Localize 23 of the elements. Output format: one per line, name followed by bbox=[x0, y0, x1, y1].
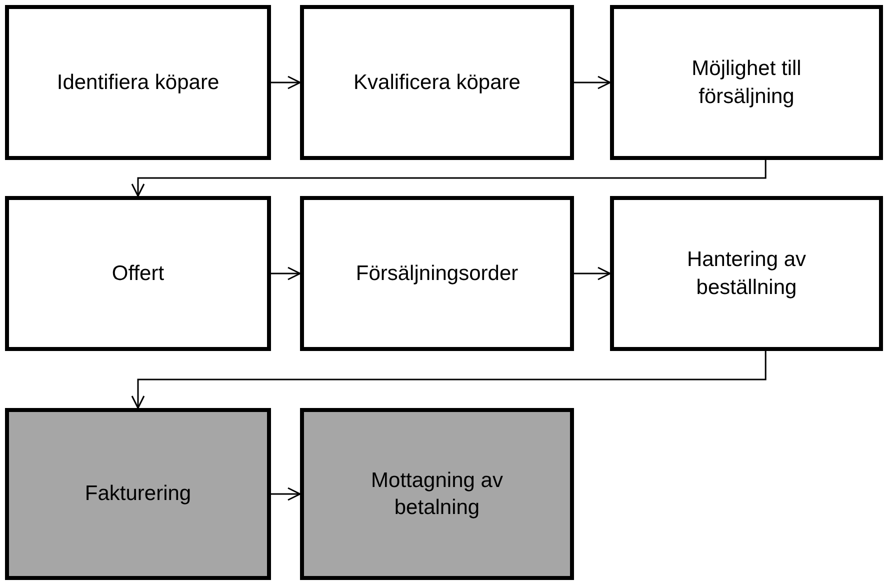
arrow bbox=[271, 487, 301, 501]
box-label: Möjlighet till försäljning bbox=[690, 56, 802, 110]
process-box bbox=[610, 196, 883, 351]
arrow bbox=[574, 76, 611, 90]
box-label: Fakturering bbox=[84, 481, 192, 508]
arrow bbox=[131, 351, 766, 409]
box-label: Identifiera köpare bbox=[56, 70, 220, 96]
box-label: Kvalificera köpare bbox=[354, 70, 520, 96]
process-box bbox=[300, 5, 574, 160]
arrow bbox=[271, 266, 301, 280]
process-box bbox=[5, 5, 271, 160]
process-box bbox=[300, 408, 574, 580]
box-label: Försäljningsorder bbox=[356, 260, 518, 287]
process-box bbox=[300, 196, 574, 351]
arrow bbox=[131, 160, 766, 197]
box-label: Mottagning av betalning bbox=[370, 468, 504, 521]
process-box bbox=[5, 408, 271, 580]
process-box bbox=[5, 196, 271, 351]
arrow bbox=[271, 76, 301, 90]
arrow bbox=[574, 266, 611, 280]
box-label: Hantering av beställning bbox=[686, 247, 808, 300]
box-label: Offert bbox=[112, 260, 164, 287]
process-box bbox=[610, 5, 883, 160]
